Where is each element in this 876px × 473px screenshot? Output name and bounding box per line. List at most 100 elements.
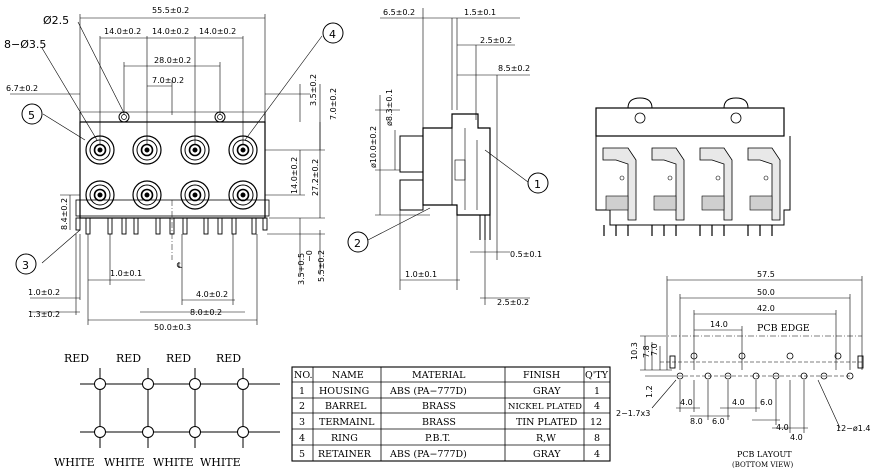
dim-2-5-b: 2.5±0.2 — [497, 298, 529, 307]
dim-3-5-b-minus: −0 — [305, 250, 314, 262]
dim-3-5-b: 3.5+0.5 — [297, 253, 306, 285]
pcb-dim-7-0: 7.0 — [650, 343, 659, 356]
pcb-dim-4-d: 4.0 — [790, 433, 803, 442]
dia-3-5-label: 8−Ø3.5 — [4, 38, 46, 51]
dim-dia-8-3: ø8.3±0.1 — [385, 89, 394, 126]
dim-50: 50.0±0.3 — [154, 323, 191, 332]
pcb-holes-b: 12−ø1.4 — [836, 424, 871, 433]
bom-cell: 5 — [299, 449, 305, 460]
dim-8-4: 8.4±0.2 — [60, 198, 69, 230]
callout-1: 1 — [534, 178, 541, 191]
dim-14-v: 14.0±0.2 — [290, 157, 299, 194]
pcb-dim-8: 8.0 — [690, 417, 703, 426]
bom-row-4: 4 RING P.B.T. R,W 8 — [299, 433, 600, 444]
bom-cell: P.B.T. — [425, 433, 450, 444]
dim-27-2: 27.2±0.2 — [311, 159, 320, 196]
side-view — [347, 8, 549, 305]
bom-cell: RING — [331, 433, 358, 444]
wiring-diagram — [80, 368, 280, 448]
dim-1-0-b: 1.0±0.2 — [28, 288, 60, 297]
centerline-mark: ℄ — [177, 261, 183, 270]
dim-14-a: 14.0±0.2 — [104, 27, 141, 36]
bom-header-no: NO. — [294, 370, 313, 381]
dim-7: 7.0±0.2 — [152, 76, 184, 85]
pcb-dim-6-b: 6.0 — [760, 398, 773, 407]
dim-6-5: 6.5±0.2 — [383, 8, 415, 17]
pcb-dim-4-b: 4.0 — [732, 398, 745, 407]
dim-0-5: 0.5±0.1 — [510, 250, 542, 259]
red-label-3: RED — [166, 352, 191, 365]
pcb-dim-4-a: 4.0 — [680, 398, 693, 407]
bom-header-qty: Q'TY — [585, 370, 609, 381]
section-view — [595, 97, 791, 236]
bom-cell: 4 — [594, 401, 600, 412]
bom-cell: ABS (PA−777D) — [389, 386, 467, 397]
bom-cell: 8 — [594, 433, 600, 444]
bom-cell: RETAINER — [318, 449, 372, 460]
pcb-layout — [640, 276, 864, 433]
pcb-dim-14: 14.0 — [710, 320, 728, 329]
jack-row-bottom — [85, 180, 258, 210]
pcb-edge-label: PCB EDGE — [757, 323, 810, 334]
bom-cell: GRAY — [533, 449, 561, 460]
bom-header-finish: FINISH — [523, 370, 560, 381]
bom-row-1: 1 HOUSING ABS (PA−777D) GRAY 1 — [299, 386, 600, 397]
dim-28: 28.0±0.2 — [154, 56, 191, 65]
white-label-3: WHITE — [153, 456, 194, 469]
bom-cell: BRASS — [422, 417, 456, 428]
dim-4-0: 4.0±0.2 — [196, 290, 228, 299]
dia-2-5-label: Ø2.5 — [43, 14, 69, 27]
bom-cell: 1 — [299, 386, 305, 397]
white-label-2: WHITE — [104, 456, 145, 469]
callout-4: 4 — [329, 28, 336, 41]
bom-cell: BARREL — [325, 401, 367, 412]
bom-cell: NICKEL PLATED — [508, 402, 582, 412]
callout-5: 5 — [28, 109, 35, 122]
bom-cell: BRASS — [422, 401, 456, 412]
bom-cell: HOUSING — [319, 386, 369, 397]
dim-1-0-side: 1.0±0.1 — [405, 270, 437, 279]
pcb-holes-a: 2−1.7x3 — [616, 409, 650, 418]
dim-8-0: 8.0±0.2 — [190, 308, 222, 317]
bom-row-3: 3 TERMAINL BRASS TIN PLATED 12 — [299, 417, 602, 428]
pcb-dim-50: 50.0 — [757, 288, 775, 297]
bom-cell: 12 — [590, 417, 602, 428]
dim-1-0: 1.0±0.1 — [110, 269, 142, 278]
pcb-dim-1-2: 1.2 — [645, 385, 654, 398]
pcb-dim-6-a: 6.0 — [712, 417, 725, 426]
bom-header-material: MATERIAL — [412, 370, 466, 381]
callout-3: 3 — [22, 259, 29, 272]
pcb-dim-42: 42.0 — [757, 304, 775, 313]
bom-table — [291, 366, 611, 462]
bom-cell: R,W — [536, 433, 556, 444]
red-label-4: RED — [216, 352, 241, 365]
pcb-subtitle: (BOTTOM VIEW) — [732, 461, 793, 469]
front-view — [10, 14, 344, 325]
bom-cell: 4 — [594, 449, 600, 460]
bom-cell: 4 — [299, 433, 305, 444]
dim-6-7: 6.7±0.2 — [6, 84, 38, 93]
dim-3-5: 3.5±0.2 — [309, 74, 318, 106]
dim-1-3: 1.3±0.2 — [28, 310, 60, 319]
dim-1-5: 1.5±0.1 — [464, 8, 496, 17]
dim-14-c: 14.0±0.2 — [199, 27, 236, 36]
bom-row-5: 5 RETAINER ABS (PA−777D) GRAY 4 — [299, 449, 600, 460]
pcb-dim-7-8: 7.8 — [642, 345, 651, 358]
dim-7-v: 7.0±0.2 — [329, 88, 338, 120]
pcb-dim-10-3: 10.3 — [630, 342, 639, 360]
dim-2-5: 2.5±0.2 — [480, 36, 512, 45]
bom-cell: GRAY — [533, 386, 561, 397]
bom-cell: TERMAINL — [319, 417, 375, 428]
bom-cell: 1 — [594, 386, 600, 397]
dim-55-5: 55.5±0.2 — [152, 6, 189, 15]
jack-row-top — [85, 135, 258, 165]
callout-2: 2 — [354, 237, 361, 250]
dim-8-5: 8.5±0.2 — [498, 64, 530, 73]
pcb-dim-4-c: 4.0 — [776, 423, 789, 432]
bom-cell: 3 — [299, 417, 305, 428]
dim-dia-10: ø10.0±0.2 — [369, 126, 378, 168]
pcb-dim-57-5: 57.5 — [757, 270, 775, 279]
red-label-1: RED — [64, 352, 89, 365]
